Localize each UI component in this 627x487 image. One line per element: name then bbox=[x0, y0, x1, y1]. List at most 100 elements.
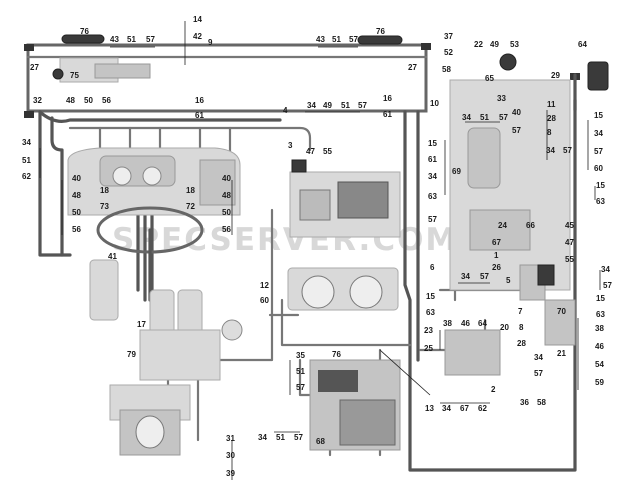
part-label: 53 bbox=[510, 40, 519, 49]
part-label: 7 bbox=[518, 307, 523, 316]
part-label: 38 bbox=[443, 319, 452, 328]
part-label: 11 bbox=[547, 100, 556, 109]
part-label: 38 bbox=[595, 324, 604, 333]
part-label: 51 bbox=[276, 433, 285, 442]
part-label: 34 bbox=[22, 138, 31, 147]
part-label: 8 bbox=[519, 323, 524, 332]
dashboard-assembly bbox=[67, 147, 241, 302]
part-label: 25 bbox=[424, 344, 433, 353]
part-label: 15 bbox=[594, 111, 603, 120]
part-label: 58 bbox=[537, 398, 546, 407]
part-label: 35 bbox=[296, 351, 305, 360]
part-label: 66 bbox=[526, 221, 535, 230]
part-label: 50 bbox=[72, 208, 81, 217]
part-label: 47 bbox=[306, 147, 315, 156]
part-label: 18 bbox=[100, 186, 109, 195]
center-console bbox=[289, 159, 401, 238]
part-label: 48 bbox=[66, 96, 75, 105]
part-label: 57 bbox=[358, 101, 367, 110]
part-label: 22 bbox=[474, 40, 483, 49]
part-label: 8 bbox=[547, 128, 552, 137]
part-label: 30 bbox=[226, 451, 235, 460]
part-label: 10 bbox=[430, 99, 439, 108]
part-label: 72 bbox=[186, 202, 195, 211]
right-components bbox=[444, 53, 609, 376]
part-label: 48 bbox=[72, 191, 81, 200]
part-label: 51 bbox=[332, 35, 341, 44]
part-label: 34 bbox=[428, 172, 437, 181]
part-label: 40 bbox=[72, 174, 81, 183]
part-label: 62 bbox=[478, 404, 487, 413]
part-label: 57 bbox=[349, 35, 358, 44]
part-label: 62 bbox=[22, 172, 31, 181]
part-label: 34 bbox=[258, 433, 267, 442]
part-label: 13 bbox=[425, 404, 434, 413]
part-label: 57 bbox=[499, 113, 508, 122]
part-label: 28 bbox=[517, 339, 526, 348]
part-label: 48 bbox=[222, 191, 231, 200]
part-label: 34 bbox=[546, 146, 555, 155]
part-label: 57 bbox=[534, 369, 543, 378]
part-label: 3 bbox=[288, 141, 293, 150]
part-label: 49 bbox=[323, 101, 332, 110]
part-label: 23 bbox=[424, 326, 433, 335]
part-label: 31 bbox=[226, 434, 235, 443]
part-label: 55 bbox=[565, 255, 574, 264]
part-label: 42 bbox=[193, 32, 202, 41]
part-label: 16 bbox=[383, 94, 392, 103]
part-label: 15 bbox=[426, 292, 435, 301]
part-label: 1 bbox=[494, 251, 499, 260]
part-label: 34 bbox=[594, 129, 603, 138]
pedal-assembly bbox=[89, 259, 243, 381]
part-label: 57 bbox=[296, 383, 305, 392]
part-label: 54 bbox=[595, 360, 604, 369]
part-label: 5 bbox=[506, 276, 511, 285]
part-label: 73 bbox=[100, 202, 109, 211]
part-label: 56 bbox=[72, 225, 81, 234]
part-label: 76 bbox=[80, 27, 89, 36]
part-label: 63 bbox=[426, 308, 435, 317]
part-label: 76 bbox=[332, 350, 341, 359]
part-label: 2 bbox=[491, 385, 496, 394]
part-label: 51 bbox=[341, 101, 350, 110]
part-label: 57 bbox=[294, 433, 303, 442]
part-label: 6 bbox=[430, 263, 435, 272]
part-label: 75 bbox=[70, 71, 79, 80]
part-label: 51 bbox=[480, 113, 489, 122]
part-label: 59 bbox=[595, 378, 604, 387]
part-label: 24 bbox=[498, 221, 507, 230]
part-label: 20 bbox=[500, 323, 509, 332]
part-label: 76 bbox=[376, 27, 385, 36]
part-label: 57 bbox=[512, 126, 521, 135]
part-label: 60 bbox=[594, 164, 603, 173]
part-label: 16 bbox=[195, 96, 204, 105]
part-label: 61 bbox=[428, 155, 437, 164]
part-label: 69 bbox=[452, 167, 461, 176]
part-label: 63 bbox=[428, 192, 437, 201]
part-label: 34 bbox=[307, 101, 316, 110]
part-label: 9 bbox=[208, 38, 213, 47]
part-label: 29 bbox=[551, 71, 560, 80]
part-label: 52 bbox=[444, 48, 453, 57]
part-label: 57 bbox=[603, 281, 612, 290]
part-label: 40 bbox=[222, 174, 231, 183]
part-label: 63 bbox=[596, 197, 605, 206]
part-label: 17 bbox=[137, 320, 146, 329]
part-label: 56 bbox=[222, 225, 231, 234]
part-label: 63 bbox=[596, 310, 605, 319]
part-label: 34 bbox=[462, 113, 471, 122]
lower-pump bbox=[109, 384, 191, 456]
roof-frame bbox=[26, 34, 428, 113]
part-label: 34 bbox=[601, 265, 610, 274]
part-label: 45 bbox=[565, 221, 574, 230]
part-label: 58 bbox=[442, 65, 451, 74]
part-labels: 14 42 9 76 43 51 57 27 75 48 50 56 32 34… bbox=[22, 15, 612, 478]
part-label: 64 bbox=[578, 40, 587, 49]
part-label: 57 bbox=[594, 147, 603, 156]
part-label: 51 bbox=[127, 35, 136, 44]
part-label: 28 bbox=[547, 114, 556, 123]
part-label: 43 bbox=[110, 35, 119, 44]
part-label: 47 bbox=[565, 238, 574, 247]
part-label: 57 bbox=[563, 146, 572, 155]
